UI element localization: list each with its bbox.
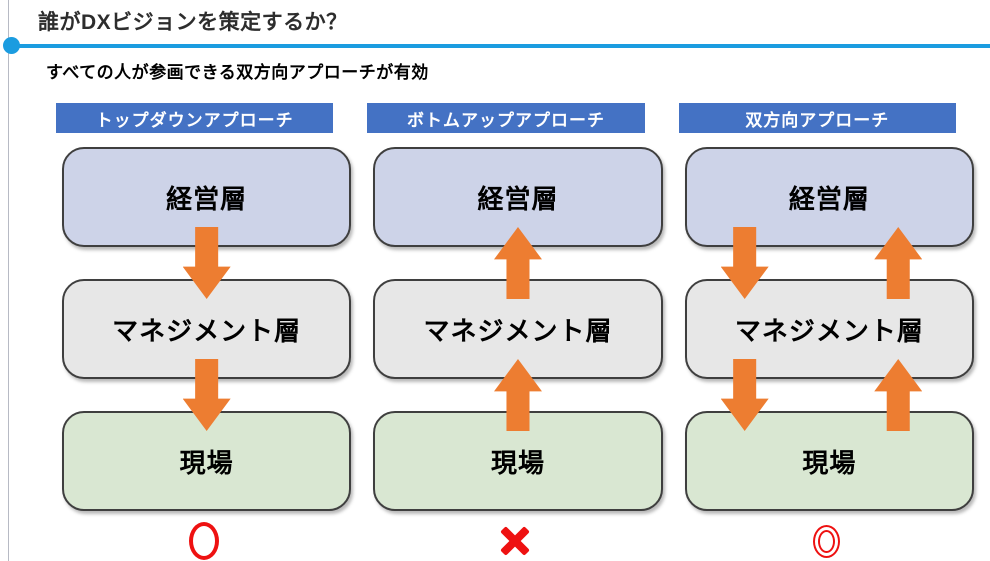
column-topdown: トップダウンアプローチ 経営層 マネジメント層 現場 [56, 103, 352, 560]
column-bottomup: ボトムアップアプローチ 経営層 マネジメント層 現場 [367, 103, 663, 511]
column-header-label: 双方向アプローチ [745, 110, 890, 130]
verdict-symbol [367, 521, 662, 561]
box-management-label: マネジメント層 [734, 315, 924, 346]
verdict-symbol [679, 521, 974, 561]
box-management-label: マネジメント層 [112, 315, 302, 346]
page-title: 誰がDXビジョンを策定するか？ [38, 11, 348, 34]
column-header: ボトムアップアプローチ [367, 103, 645, 133]
box-field-label: 現場 [802, 447, 857, 478]
approach-columns: トップダウンアプローチ 経営層 マネジメント層 現場 ボトムアッ [56, 103, 974, 560]
cross-mark-icon [498, 524, 532, 558]
circle-mark-icon [188, 522, 219, 560]
column-header-label: トップダウンアプローチ [95, 110, 294, 130]
column-bidirectional: 双方向アプローチ 経営層 マネジメント層 現場 [678, 103, 974, 558]
verdict-symbol [56, 521, 351, 561]
column-header: トップダウンアプローチ [56, 103, 334, 133]
page-subtitle: すべての人が参画できる双方向アプローチが有効 [46, 63, 429, 82]
box-executive-label: 経営層 [166, 183, 248, 214]
column-header: 双方向アプローチ [678, 103, 956, 133]
box-management-label: マネジメント層 [423, 315, 613, 346]
double-circle-mark-icon [812, 524, 840, 558]
left-edge-line [8, 0, 9, 561]
box-management: マネジメント層 [684, 279, 974, 379]
box-field-label: 現場 [490, 447, 545, 478]
box-executive-label: 経営層 [788, 183, 870, 214]
column-header-label: ボトムアップアプローチ [406, 110, 605, 130]
underline-dot-icon [3, 37, 20, 54]
box-executive: 経営層 [684, 147, 974, 247]
box-field: 現場 [684, 411, 974, 511]
box-executive-label: 経営層 [477, 183, 559, 214]
title-underline [10, 44, 990, 48]
box-field-label: 現場 [179, 447, 234, 478]
